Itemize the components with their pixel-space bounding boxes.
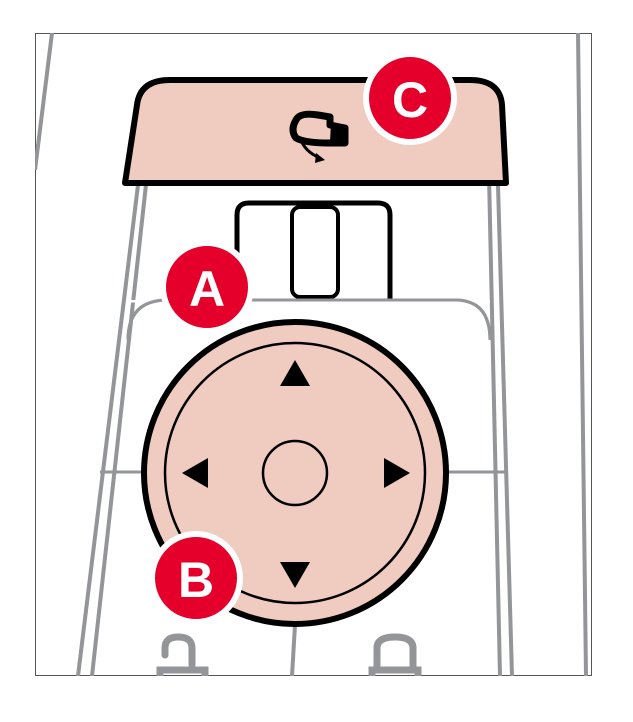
unlock-icon <box>156 633 209 676</box>
callout-c-label: C <box>392 72 428 128</box>
lock-icon <box>368 633 422 676</box>
callout-a-label: A <box>189 261 225 317</box>
callout-b-label: B <box>178 552 214 608</box>
arrow-left-icon[interactable] <box>182 458 208 488</box>
arrow-right-icon[interactable] <box>384 458 410 488</box>
mirror-fold-icon <box>289 110 349 163</box>
callout-b: B <box>149 531 243 625</box>
callout-c: C <box>363 51 457 145</box>
mirror-toggle-switch[interactable] <box>290 205 340 299</box>
center-button[interactable] <box>261 439 329 507</box>
arrow-up-icon[interactable] <box>280 360 310 386</box>
arrow-down-icon[interactable] <box>280 562 310 588</box>
callout-a: A <box>160 240 254 334</box>
